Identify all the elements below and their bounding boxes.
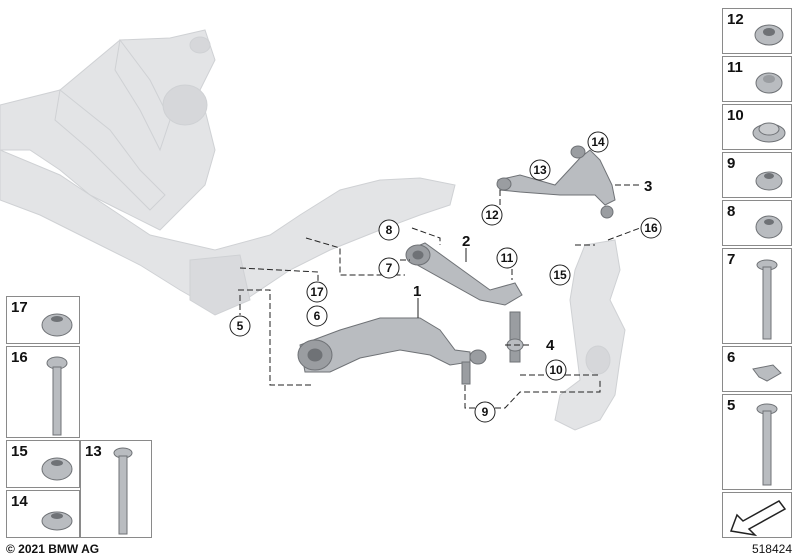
diagram-reference-number: 518424: [751, 542, 792, 556]
svg-text:9: 9: [482, 405, 489, 419]
svg-text:7: 7: [386, 261, 393, 275]
panel-number: 11: [727, 59, 743, 76]
panel-part-16: 16: [6, 346, 80, 438]
bolt-icon: [756, 259, 778, 340]
panel-part-10: 10: [722, 104, 792, 150]
panel-number: 17: [11, 299, 28, 316]
svg-text:15: 15: [553, 268, 567, 282]
panel-part-6: 6: [722, 346, 792, 392]
part-4-link: [506, 311, 524, 363]
callout-10: 10: [545, 359, 567, 381]
svg-text:8: 8: [386, 223, 393, 237]
panel-arrow: [722, 492, 792, 538]
panel-number: 7: [727, 251, 736, 268]
flange-nut-icon: [755, 171, 783, 191]
part-1-wishbone: [297, 317, 487, 385]
cage-nut-icon: [41, 511, 73, 531]
label-4: 4: [546, 337, 555, 354]
svg-text:5: 5: [237, 319, 244, 333]
panel-part-12: 12: [722, 8, 792, 54]
svg-text:16: 16: [644, 221, 658, 235]
front-subframe: [0, 29, 456, 316]
panel-part-17: 17: [6, 296, 80, 344]
label-2: 2: [462, 233, 470, 250]
callout-8: 8: [378, 219, 400, 241]
panel-part-15: 15: [6, 440, 80, 488]
svg-text:13: 13: [533, 163, 547, 177]
panel-number: 6: [727, 349, 736, 366]
copyright-notice: © 2021 BMW AG: [6, 542, 100, 556]
svg-text:14: 14: [591, 135, 605, 149]
callout-9: 9: [474, 401, 496, 423]
lock-nut-icon: [755, 72, 783, 94]
steering-knuckle: [554, 239, 626, 431]
svg-text:11: 11: [501, 251, 514, 265]
part-3-upper-wishbone: [496, 145, 616, 219]
panel-part-8: 8: [722, 200, 792, 246]
svg-text:6: 6: [314, 309, 321, 323]
callout-7: 7: [378, 257, 400, 279]
panel-number: 16: [11, 349, 28, 366]
panel-number: 12: [727, 11, 744, 28]
panel-number: 15: [11, 443, 28, 460]
panel-number: 8: [727, 203, 736, 220]
callout-16: 16: [640, 217, 662, 239]
panel-number: 9: [727, 155, 736, 172]
bolt-icon: [46, 356, 68, 436]
panel-part-13: 13: [80, 440, 152, 538]
svg-text:12: 12: [485, 208, 499, 222]
label-1: 1: [413, 283, 421, 300]
panel-part-5: 5: [722, 394, 792, 490]
direction-arrow-icon: [729, 500, 787, 537]
panel-part-14: 14: [6, 490, 80, 538]
callout-11: 11: [496, 247, 518, 269]
callout-15: 15: [549, 264, 571, 286]
callout-5: 5: [229, 315, 251, 337]
hex-nut-icon: [755, 215, 783, 239]
panel-part-11: 11: [722, 56, 792, 102]
callout-12: 12: [481, 204, 503, 226]
hex-nut-icon: [754, 24, 784, 46]
bolt-icon: [756, 403, 778, 486]
callout-6: 6: [306, 305, 328, 327]
callout-17: 17: [306, 281, 328, 303]
panel-number: 10: [727, 107, 744, 124]
panel-part-7: 7: [722, 248, 792, 344]
callout-13: 13: [529, 159, 551, 181]
bolt-icon: [113, 447, 133, 535]
hex-nut-icon: [41, 313, 73, 337]
label-3: 3: [644, 178, 652, 195]
collar-nut-icon: [752, 122, 786, 143]
part-2-strut: [405, 242, 523, 306]
hex-nut-icon: [41, 457, 73, 481]
svg-text:10: 10: [549, 363, 563, 377]
panel-part-9: 9: [722, 152, 792, 198]
clip-icon: [752, 364, 782, 382]
svg-text:17: 17: [310, 285, 324, 299]
callout-14: 14: [587, 131, 609, 153]
panel-number: 13: [85, 443, 102, 460]
panel-number: 14: [11, 493, 28, 510]
panel-number: 5: [727, 397, 736, 414]
